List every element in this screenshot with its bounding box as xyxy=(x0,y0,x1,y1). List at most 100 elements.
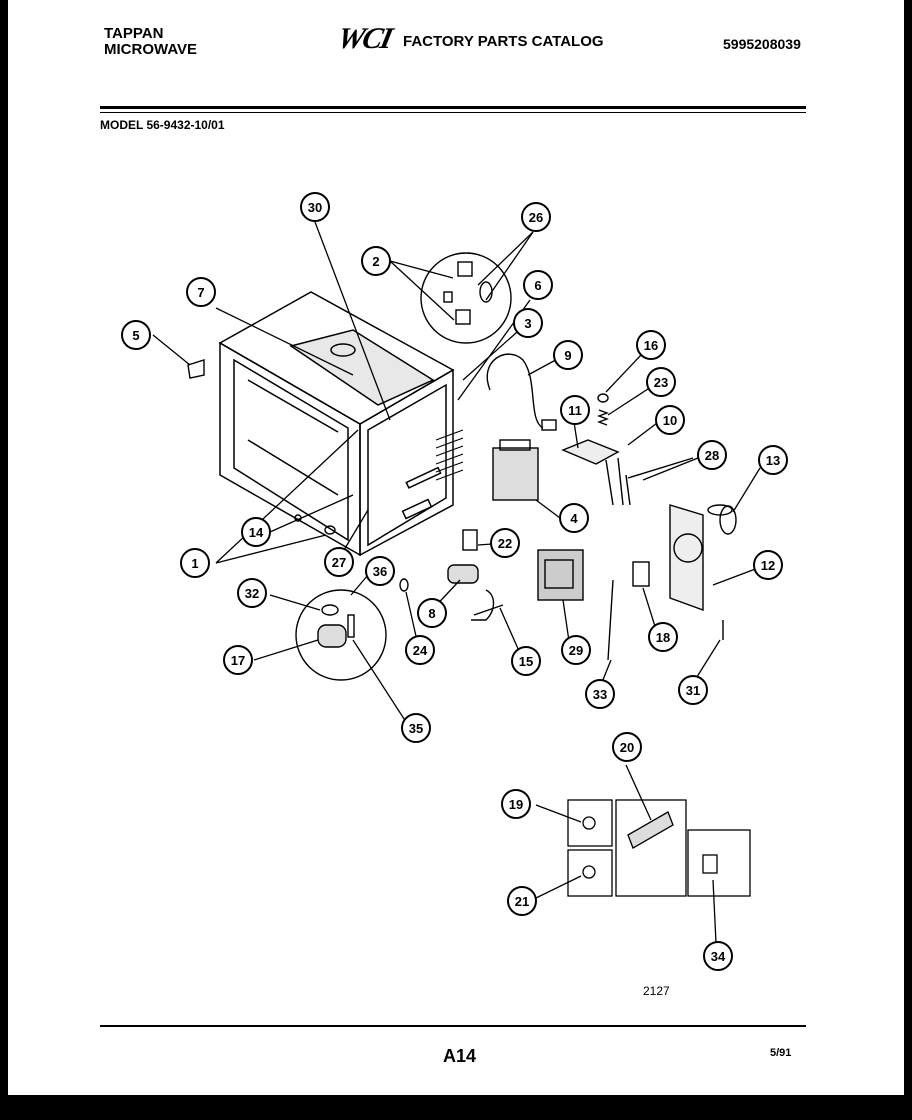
callout-label: 36 xyxy=(373,564,387,579)
callout-circle xyxy=(121,320,151,350)
callout-1: 1 xyxy=(180,548,210,578)
page-number: A14 xyxy=(443,1046,477,1066)
header-rule-thick xyxy=(100,106,806,109)
callout-26: 26 xyxy=(521,202,551,232)
exploded-parts-diagram: 3026267359162311102813144127223632128241… xyxy=(121,192,788,971)
callout-circle xyxy=(703,941,733,971)
callout-label: 8 xyxy=(428,606,435,621)
callout-circle xyxy=(758,445,788,475)
callout-34: 34 xyxy=(703,941,733,971)
callout-30: 30 xyxy=(300,192,330,222)
catalog-title: FACTORY PARTS CATALOG xyxy=(403,33,604,50)
callout-circle xyxy=(241,517,271,547)
callout-circle xyxy=(560,395,590,425)
callout-label: 10 xyxy=(663,413,677,428)
callout-14: 14 xyxy=(241,517,271,547)
callout-label: 1 xyxy=(191,556,198,571)
callout-label: 11 xyxy=(568,403,582,418)
callout-circle xyxy=(237,578,267,608)
callout-label: 22 xyxy=(498,536,512,551)
catalog-number: 5995208039 xyxy=(723,36,801,52)
callout-label: 21 xyxy=(515,894,529,909)
callout-circle xyxy=(553,340,583,370)
microwave-cabinet xyxy=(218,291,464,557)
callout-23: 23 xyxy=(646,367,676,397)
callout-label: 27 xyxy=(332,555,346,570)
callout-9: 9 xyxy=(553,340,583,370)
callout-label: 30 xyxy=(308,200,322,215)
callout-19: 19 xyxy=(501,789,531,819)
callout-label: 4 xyxy=(570,511,578,526)
callout-circle xyxy=(300,192,330,222)
callout-3: 3 xyxy=(513,308,543,338)
callout-circle xyxy=(753,550,783,580)
callout-label: 20 xyxy=(620,740,634,755)
wci-logo: WCI xyxy=(334,22,394,55)
callout-circle xyxy=(559,503,589,533)
callout-label: 26 xyxy=(529,210,543,225)
leader-lines xyxy=(152,221,761,944)
callout-16: 16 xyxy=(636,330,666,360)
callout-28: 28 xyxy=(697,440,727,470)
callout-31: 31 xyxy=(678,675,708,705)
callout-circle xyxy=(417,598,447,628)
callout-label: 5 xyxy=(132,328,139,343)
callout-circle xyxy=(405,635,435,665)
callout-circle xyxy=(648,622,678,652)
callout-circle xyxy=(636,330,666,360)
callout-2: 2 xyxy=(361,246,391,276)
callout-label: 2 xyxy=(372,254,379,269)
callout-27: 27 xyxy=(324,547,354,577)
callout-circle xyxy=(401,713,431,743)
callout-7: 7 xyxy=(186,277,216,307)
callout-22: 22 xyxy=(490,528,520,558)
callout-15: 15 xyxy=(511,646,541,676)
callout-label: 33 xyxy=(593,687,607,702)
callout-circle xyxy=(655,405,685,435)
callout-label: 6 xyxy=(534,278,541,293)
callout-circle xyxy=(180,548,210,578)
catalog-sheet: TAPPAN MICROWAVE WCI FACTORY PARTS CATAL… xyxy=(8,0,904,1095)
callout-circle xyxy=(523,270,553,300)
callout-label: 28 xyxy=(705,448,719,463)
callout-circle xyxy=(507,886,537,916)
callout-4: 4 xyxy=(559,503,589,533)
callout-circle xyxy=(324,547,354,577)
callout-circle xyxy=(697,440,727,470)
callout-label: 31 xyxy=(686,683,700,698)
callout-circle xyxy=(501,789,531,819)
callout-29: 29 xyxy=(561,635,591,665)
callout-12: 12 xyxy=(753,550,783,580)
kit-boxes xyxy=(567,799,751,897)
revision-date: 5/91 xyxy=(770,1047,792,1059)
callout-label: 19 xyxy=(509,797,523,812)
callout-6: 6 xyxy=(523,270,553,300)
callout-circle xyxy=(646,367,676,397)
callout-label: 7 xyxy=(197,285,204,300)
header-rule-thin xyxy=(100,112,806,113)
callout-circle xyxy=(678,675,708,705)
callout-circle xyxy=(612,732,642,762)
callout-label: 24 xyxy=(413,643,428,658)
callout-circle xyxy=(585,679,615,709)
callout-label: 29 xyxy=(569,643,583,658)
callout-10: 10 xyxy=(655,405,685,435)
model-number: MODEL 56-9432-10/01 xyxy=(100,118,225,132)
callout-18: 18 xyxy=(648,622,678,652)
brand-line-1: TAPPAN xyxy=(104,25,164,42)
callout-circle xyxy=(521,202,551,232)
callout-20: 20 xyxy=(612,732,642,762)
callout-8: 8 xyxy=(417,598,447,628)
callout-36: 36 xyxy=(365,556,395,586)
callout-label: 18 xyxy=(656,630,670,645)
callout-13: 13 xyxy=(758,445,788,475)
callout-label: 15 xyxy=(519,654,533,669)
callout-35: 35 xyxy=(401,713,431,743)
callout-circle xyxy=(511,646,541,676)
callout-circle xyxy=(561,635,591,665)
callout-circle xyxy=(490,528,520,558)
callout-24: 24 xyxy=(405,635,435,665)
callout-circle xyxy=(365,556,395,586)
callout-circle xyxy=(223,645,253,675)
